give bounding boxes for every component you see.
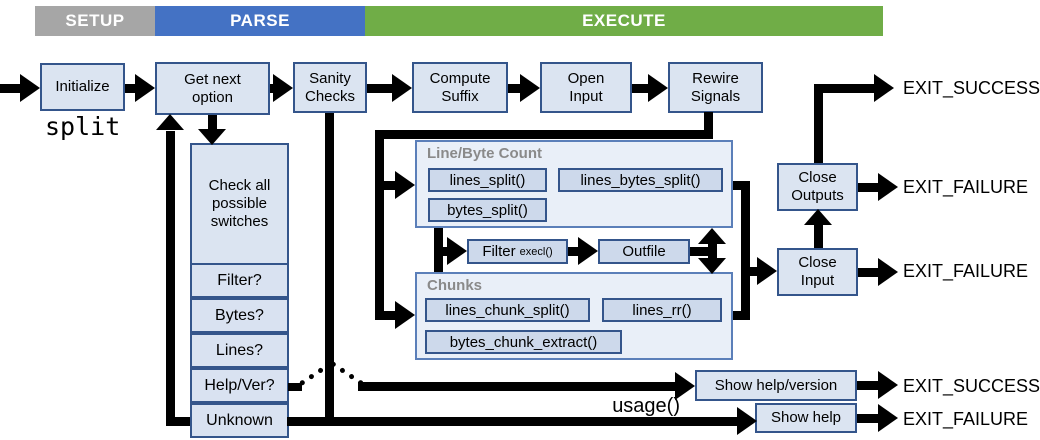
co-exit-failure-head [878,173,898,201]
double-arrow-line [708,242,717,262]
node-compute-suffix: Compute Suffix [412,62,508,113]
phase-bar-setup: SETUP [35,6,155,36]
switch-option-helpver: Help/Ver? [190,368,289,403]
arrow-closeinput-head [757,257,777,285]
ci-exit-failure-line [858,268,880,277]
node-get-next-option: Get next option [155,62,270,115]
fn-lines-chunk-split: lines_chunk_split() [425,298,590,322]
entry-arrow-line [0,84,22,93]
fn-bytes-chunk-extract: bytes_chunk_extract() [425,330,622,354]
arrow-compute-open-line [508,84,522,93]
arrow-compute-open-head [520,74,540,102]
group-chunks-title: Chunks [427,277,483,294]
entry-arrowhead [20,74,40,102]
branch-chunks-head [395,301,415,329]
arrow-open-rewire-line [632,84,650,93]
node-show-help-version: Show help/version [695,370,857,401]
arrow-getnext-sanity-head [273,74,293,102]
exit-failure-outputs: EXIT_FAILURE [903,177,1029,197]
loop-unknown-elbow [166,417,190,426]
switch-option-unknown: Unknown [190,403,289,438]
phase-bar-parse: PARSE [155,6,365,36]
co-exit-success-head [874,74,894,102]
arrow-closeinput-line [750,267,759,276]
arrow-showhelpversion-head [675,372,695,400]
branch-chunks-line [384,311,398,320]
co-right-line [814,84,876,93]
branch-filter-head [447,237,467,265]
node-check-all-switches: Check all possible switches [190,143,289,265]
usage-label: usage() [612,395,680,417]
outfile-stub-line [690,247,712,256]
arrow-ci-co-head [804,209,832,225]
co-up-line [814,84,823,163]
intergroup-line [434,228,443,272]
double-arrow-up-head [698,228,726,244]
sh-exit-line [857,414,879,423]
sanity-down-line [325,113,334,426]
arrow-showhelpversion-line [358,382,677,391]
sh-exit-head [878,404,898,432]
arrow-sanity-compute-head [392,74,412,102]
arrow-ci-co-line [814,224,823,248]
ci-exit-failure-head [878,258,898,286]
arrow-showhelp-head [737,407,757,435]
node-initialize: Initialize [40,63,125,111]
filter-execl-label: execl() [519,245,553,258]
arrow-init-getnext-line [125,84,137,93]
switch-option-bytes: Bytes? [190,298,289,333]
branch-lbc-head [395,171,415,199]
fn-bytes-split: bytes_split() [428,198,547,222]
double-arrow-down-head [698,258,726,274]
fn-lines-bytes-split: lines_bytes_split() [558,168,723,192]
arrow-showhelp-line [287,417,739,426]
program-name-label: split [45,112,121,141]
node-close-outputs: Close Outputs [777,163,858,211]
node-rewire-signals: Rewire Signals [668,62,763,113]
shv-exit-line [857,381,879,390]
switch-option-filter: Filter? [190,263,289,298]
exit-success-top: EXIT_SUCCESS [903,78,1040,98]
helpver-stub-line [288,383,302,391]
switch-option-lines: Lines? [190,333,289,368]
exit-success-help: EXIT_SUCCESS [903,376,1040,396]
arrow-getnext-down-head [198,129,226,145]
node-outfile: Outfile [598,239,690,264]
arrow-open-rewire-head [648,74,668,102]
loop-up-head [156,114,184,130]
co-exit-failure-line [858,183,880,192]
exit-failure-help: EXIT_FAILURE [903,409,1029,429]
node-filter: Filter execl() [467,239,568,264]
trunk-vertical [375,130,384,320]
node-close-input: Close Input [777,248,858,296]
shv-exit-head [878,371,898,399]
rewire-down-line [704,112,713,139]
node-sanity-checks: Sanity Checks [293,62,367,113]
branch-lbc-line [384,181,398,190]
arrow-init-getnext-head [135,74,155,102]
arrow-getnext-down-line [208,115,217,130]
right-collector-line [741,181,750,320]
fn-lines-rr: lines_rr() [602,298,722,322]
node-show-help: Show help [755,403,857,433]
phase-bar-execute: EXECUTE [365,6,883,36]
loop-up-line [166,131,175,426]
arrow-filter-outfile-head [578,237,598,265]
arrow-filter-outfile-line [568,247,580,256]
exit-failure-input: EXIT_FAILURE [903,261,1029,281]
trunk-horizontal [375,130,713,139]
arrow-sanity-compute-line [367,84,394,93]
filter-label: Filter [482,243,516,260]
group-line-byte-count-title: Line/Byte Count [427,145,542,162]
node-open-input: Open Input [540,62,632,113]
fn-lines-split: lines_split() [428,168,547,192]
